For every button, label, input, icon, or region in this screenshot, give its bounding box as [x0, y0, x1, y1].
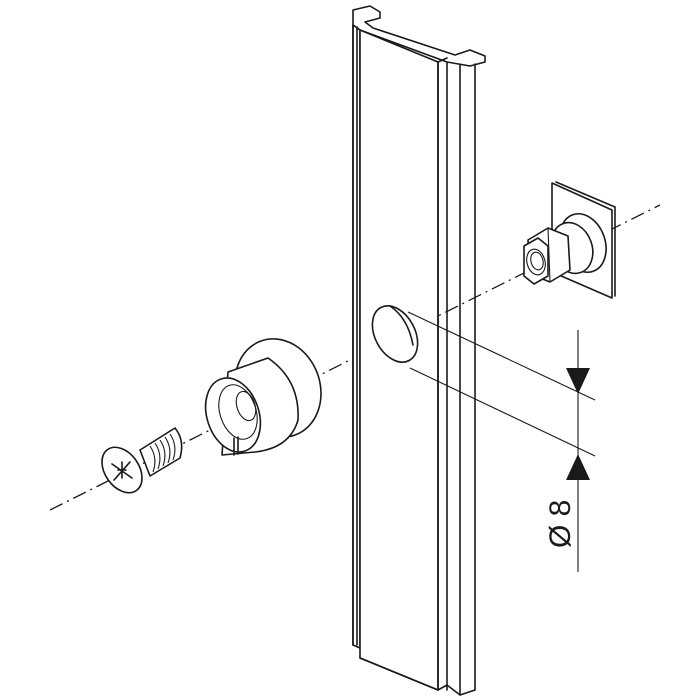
bore-hole	[371, 305, 419, 363]
dimension-label: Ø 8	[544, 500, 577, 548]
round-spacer	[204, 338, 322, 456]
countersunk-screw	[101, 427, 183, 494]
arrow-up-icon	[566, 454, 590, 480]
arrow-down-icon	[566, 368, 590, 394]
hex-nut-plate	[523, 181, 616, 299]
diameter-dimension: Ø 8	[544, 330, 590, 572]
profile-rail	[352, 5, 596, 696]
